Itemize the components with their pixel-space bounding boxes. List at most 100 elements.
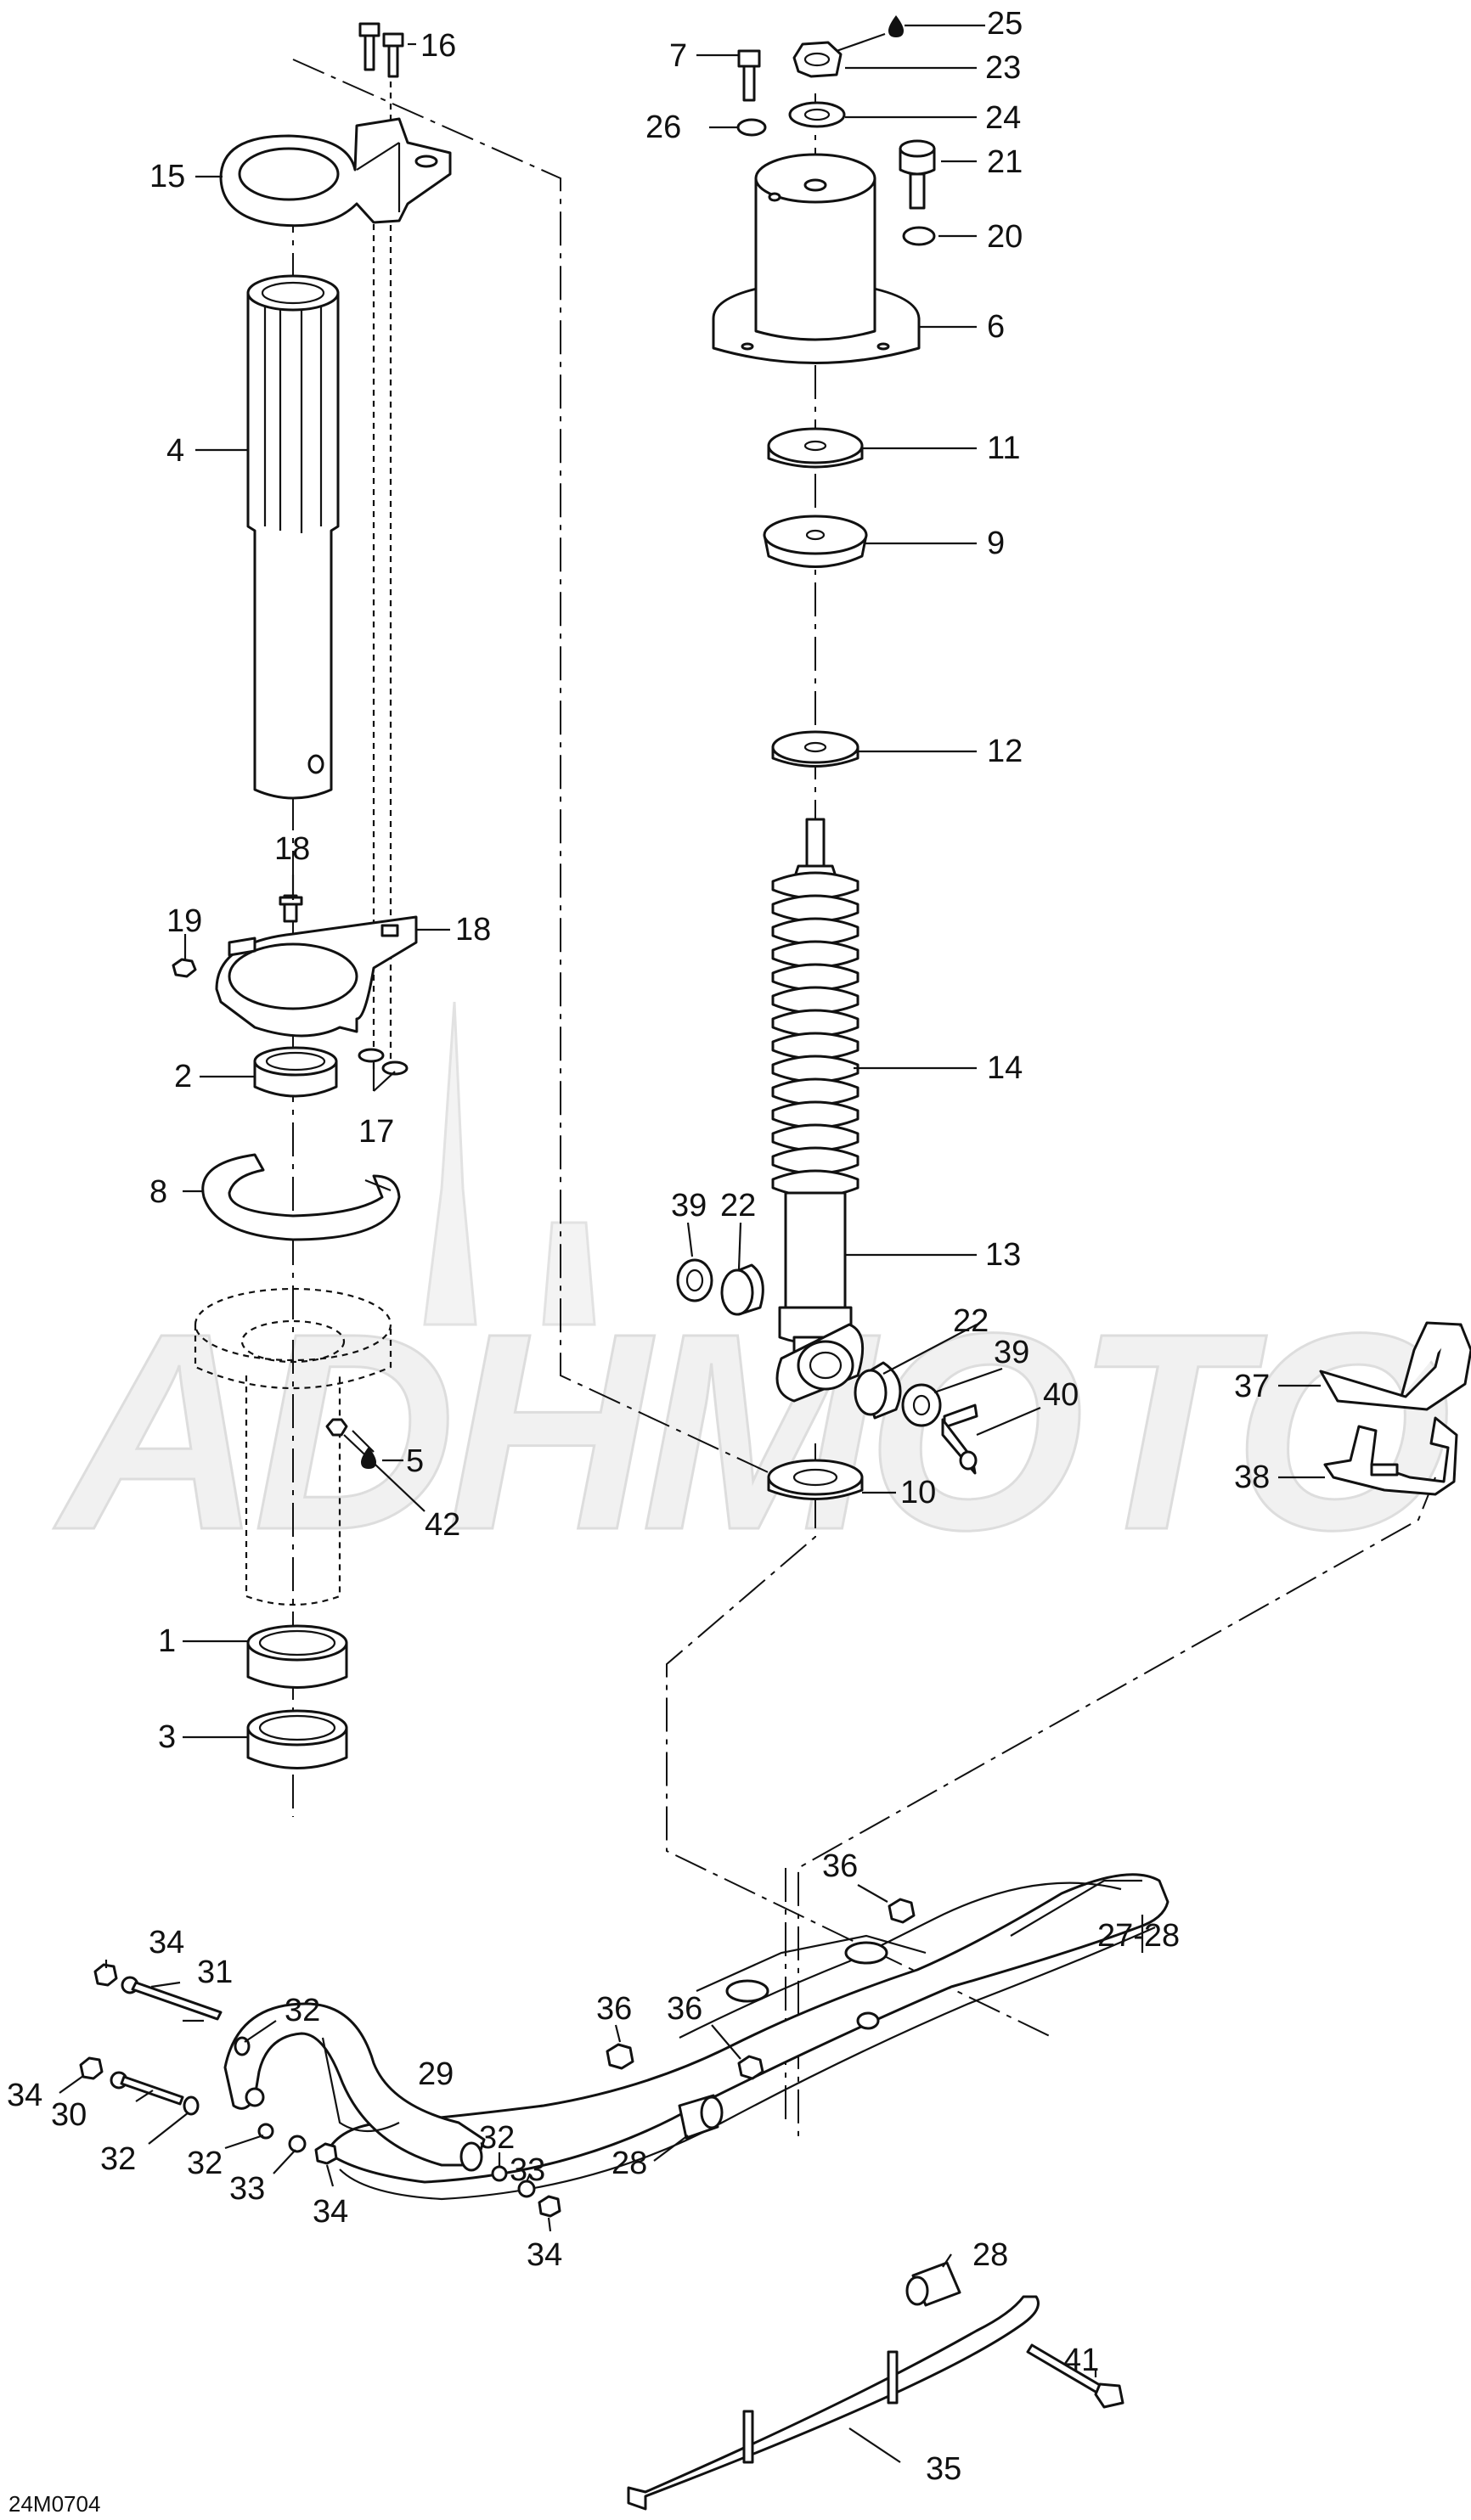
bushing-28-left (678, 2094, 724, 2140)
callout-1: 1 (158, 1623, 176, 1659)
callout-22-left: 22 (720, 1188, 756, 1223)
callout-26: 26 (645, 110, 681, 145)
washer-12 (771, 730, 859, 768)
callout-33-a: 33 (229, 2171, 265, 2207)
callout-labels: 1 2 3 4 5 6 7 8 9 10 11 12 13 14 15 16 1… (7, 6, 1270, 2487)
callout-41: 41 (1063, 2343, 1099, 2378)
callout-34-d: 34 (527, 2237, 562, 2273)
bushings-22-39-right (854, 1361, 942, 1427)
ski-assembly (79, 1873, 1169, 2511)
runner-35 (627, 2295, 1040, 2511)
callout-20: 20 (987, 219, 1023, 255)
callout-5: 5 (406, 1443, 424, 1479)
callout-19: 19 (166, 903, 202, 939)
callout-30: 30 (51, 2097, 87, 2133)
leader-lines (59, 24, 1325, 2463)
bolt-7 (737, 49, 761, 102)
handle-29 (223, 2002, 486, 2172)
bolt-30 (110, 2071, 184, 2106)
callout-12: 12 (987, 734, 1023, 769)
nut-19 (172, 958, 197, 978)
callout-25: 25 (987, 6, 1023, 42)
nut-34-a (93, 1963, 118, 1987)
washer-32-c (257, 2123, 274, 2140)
callout-36-a: 36 (596, 1991, 632, 2027)
callout-34-c: 34 (313, 2194, 348, 2230)
nut-34-b (79, 2056, 104, 2080)
callout-6: 6 (987, 309, 1005, 345)
callout-10: 10 (900, 1475, 936, 1510)
callout-13: 13 (985, 1237, 1021, 1273)
callout-9: 9 (987, 526, 1005, 561)
shock-housing-6 (712, 153, 921, 364)
bracket-15 (219, 117, 452, 228)
callout-36-b: 36 (667, 1991, 702, 2027)
callout-32-d: 32 (479, 2120, 515, 2156)
callout-27-28: 27-28 (1097, 1918, 1180, 1954)
callout-16: 16 (420, 28, 456, 64)
callout-34-a: 34 (149, 1925, 184, 1960)
callout-42: 42 (425, 1507, 460, 1543)
callout-32-b: 32 (100, 2141, 136, 2177)
nut-36-c (888, 1898, 916, 1924)
washer-10 (767, 1459, 864, 1500)
bushing-3 (246, 1709, 348, 1769)
callout-28-right: 28 (972, 2237, 1008, 2273)
bushing-28-right (905, 2261, 961, 2307)
callout-21: 21 (987, 144, 1023, 180)
callout-7: 7 (669, 38, 687, 74)
bushings-39-22-left (676, 1258, 764, 1316)
washer-32-d (491, 2165, 508, 2182)
clamp-bracket-18 (215, 894, 418, 1038)
callout-28-left: 28 (612, 2146, 647, 2181)
pin-40 (941, 1403, 978, 1475)
callout-18-side: 18 (455, 912, 491, 948)
callout-32-c: 32 (187, 2146, 223, 2181)
callout-34-b: 34 (7, 2078, 42, 2113)
callout-40: 40 (1043, 1377, 1079, 1413)
callout-18-top: 18 (274, 831, 310, 867)
shock-body-13 (775, 1191, 865, 1403)
bushing-2 (253, 1046, 338, 1098)
nut-36-a (606, 2043, 634, 2070)
nut-36-b (737, 2055, 764, 2080)
callout-24: 24 (985, 100, 1021, 136)
shock-spring-14 (771, 818, 859, 1198)
ski-27-28 (325, 1873, 1169, 2201)
bolt-41 (1026, 2343, 1124, 2409)
callout-38: 38 (1234, 1460, 1270, 1495)
callout-33-b: 33 (510, 2152, 545, 2188)
nut-34-d (538, 2195, 561, 2218)
ski-bracket-38 (1323, 1416, 1458, 1496)
circlip-8 (201, 1153, 401, 1241)
nut-23 (792, 41, 843, 78)
assembly-guide-lines (292, 59, 1436, 2140)
callout-4: 4 (166, 433, 184, 469)
watermark-text: ADHMOTO (51, 1274, 1448, 1588)
bolt-16 (358, 22, 404, 78)
callout-14: 14 (987, 1050, 1023, 1086)
cup-9 (763, 515, 868, 568)
splined-tube-4 (246, 274, 340, 800)
callout-31: 31 (197, 1955, 233, 1990)
screw-21 (899, 139, 936, 210)
steering-housing-hidden (194, 1287, 392, 1606)
callout-35: 35 (926, 2451, 961, 2487)
watermark: ADHMOTO (49, 1001, 1457, 1589)
callout-11: 11 (987, 430, 1020, 466)
callout-8: 8 (149, 1174, 167, 1210)
steering-column-assembly (172, 22, 452, 1817)
bushing-1 (246, 1624, 348, 1689)
washer-24 (788, 101, 846, 128)
callout-17: 17 (358, 1114, 394, 1150)
washer-26 (736, 118, 767, 137)
callout-2: 2 (174, 1059, 192, 1094)
callout-32-a: 32 (285, 1993, 320, 2028)
callout-39-right: 39 (994, 1335, 1029, 1370)
shock-assembly (676, 15, 978, 1500)
grease-drop-icon-25 (888, 15, 904, 37)
figure-code: 24M0704 (8, 2491, 100, 2517)
callout-36-c: 36 (822, 1848, 858, 1884)
bolt-31 (121, 1976, 223, 2021)
